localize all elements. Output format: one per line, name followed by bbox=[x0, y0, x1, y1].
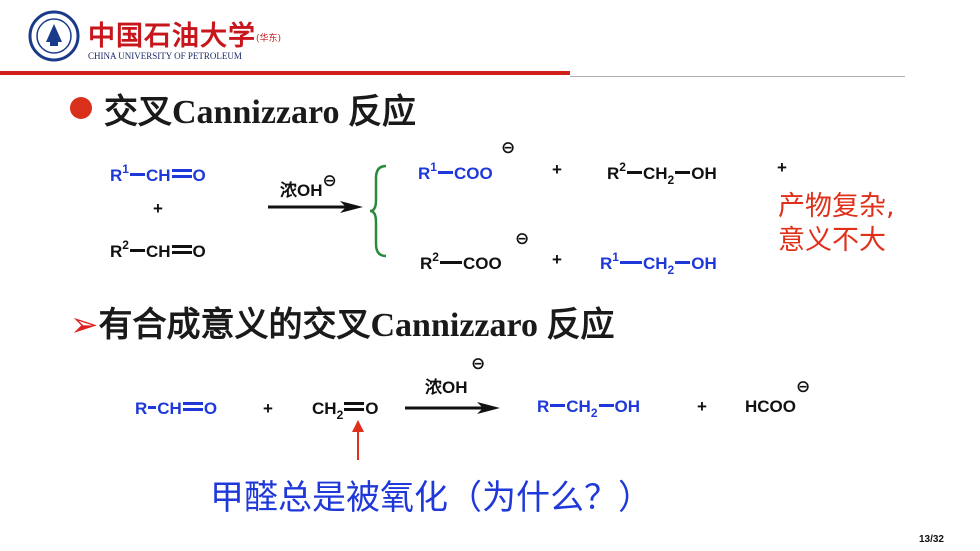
s1-plus: + bbox=[552, 160, 562, 179]
section2-title: 有合成意义的交叉Cannizzaro 反应 bbox=[98, 307, 615, 344]
header-grey-line bbox=[570, 76, 905, 77]
s1-note: 产物复杂, 意义不大 bbox=[778, 190, 895, 258]
s1-plus: + bbox=[777, 158, 787, 177]
text: R bbox=[537, 397, 550, 416]
text: CH bbox=[642, 254, 668, 273]
s1-product4: R1 CH2 OH bbox=[600, 250, 717, 277]
text: COO bbox=[462, 254, 502, 273]
section2-heading: ➢有合成意义的交叉Cannizzaro 反应 bbox=[70, 297, 614, 346]
logo-campus: (华东) bbox=[256, 34, 282, 44]
double-bond bbox=[171, 245, 192, 254]
text: 2 bbox=[122, 238, 129, 252]
text: CH bbox=[145, 242, 171, 261]
single-bond bbox=[598, 404, 614, 407]
text: R bbox=[110, 166, 123, 185]
single-bond bbox=[129, 173, 145, 176]
charge-icon: ⊖ bbox=[501, 138, 516, 158]
s1-reactant1: R1 CH O bbox=[110, 162, 206, 186]
text: 1 bbox=[612, 250, 619, 264]
text: R bbox=[607, 164, 620, 183]
s1-note-line2: 意义不大 bbox=[778, 225, 886, 256]
logo-cn-text: 中国石油大学 bbox=[88, 21, 256, 52]
s2-product1: R CH2 OH bbox=[537, 397, 640, 420]
s2-reaction-arrow bbox=[405, 402, 500, 414]
s1-reaction-arrow bbox=[268, 201, 363, 213]
logo-english-name: CHINA UNIVERSITY OF PETROLEUM bbox=[88, 51, 242, 61]
s2-pointer-arrow bbox=[352, 420, 364, 460]
text: CH bbox=[642, 164, 668, 183]
text: CH bbox=[145, 166, 171, 185]
text: R bbox=[110, 242, 123, 261]
s2-product2: HCOO bbox=[745, 397, 796, 416]
double-bond bbox=[171, 169, 192, 178]
s1-product3: R2 COO bbox=[420, 250, 502, 274]
text: O bbox=[192, 166, 206, 185]
text: O bbox=[365, 399, 379, 418]
text: R bbox=[600, 254, 613, 273]
text: 2 bbox=[619, 160, 626, 174]
text: 2 bbox=[432, 250, 439, 264]
s2-reagent: 浓OH bbox=[425, 373, 468, 398]
text: O bbox=[192, 242, 206, 261]
text: CH bbox=[566, 397, 591, 416]
double-bond bbox=[182, 402, 203, 411]
single-bond bbox=[439, 261, 462, 264]
text: 2 bbox=[667, 263, 675, 277]
text: COO bbox=[453, 164, 493, 183]
s1-reactant2: R2 CH O bbox=[110, 238, 206, 262]
header-red-bar bbox=[0, 71, 570, 75]
charge-icon: ⊖ bbox=[796, 377, 811, 397]
single-bond bbox=[550, 404, 566, 407]
single-bond bbox=[619, 261, 642, 264]
page-number: 13/32 bbox=[918, 534, 944, 545]
s1-green-brace bbox=[369, 164, 387, 258]
text: O bbox=[203, 399, 218, 418]
text: R bbox=[420, 254, 433, 273]
single-bond bbox=[437, 171, 453, 174]
single-bond bbox=[129, 249, 145, 252]
text: OH bbox=[691, 164, 717, 183]
text: 1 bbox=[430, 160, 437, 174]
text: CH bbox=[312, 399, 337, 418]
text: OH bbox=[614, 397, 641, 416]
single-bond bbox=[148, 406, 157, 409]
s2-plus: + bbox=[263, 399, 273, 418]
text: OH bbox=[691, 254, 717, 273]
single-bond bbox=[675, 261, 691, 264]
s2-plus: + bbox=[697, 397, 707, 416]
university-logo bbox=[28, 10, 80, 62]
s1-note-line1: 产物复杂, bbox=[778, 191, 895, 222]
negative-charge-icon: ⊖ bbox=[322, 171, 337, 191]
section1-title: 交叉Cannizzaro 反应 bbox=[104, 94, 416, 131]
text: CH bbox=[157, 399, 182, 418]
double-bond bbox=[344, 402, 365, 411]
text: R bbox=[135, 399, 148, 418]
s2-reactant1: R CH O bbox=[135, 399, 217, 419]
text: 2 bbox=[590, 406, 598, 420]
text: 1 bbox=[122, 162, 129, 176]
single-bond bbox=[626, 171, 642, 174]
text: 2 bbox=[336, 408, 344, 422]
text: 2 bbox=[667, 173, 675, 187]
single-bond bbox=[675, 171, 691, 174]
text: 浓OH bbox=[425, 378, 468, 397]
s2-question: 甲醛总是被氧化（为什么？） bbox=[210, 478, 652, 518]
s1-plus: + bbox=[153, 199, 163, 218]
logo-chinese-name: 中国石油大学(华东) bbox=[88, 14, 281, 53]
bullet-dot bbox=[70, 97, 92, 119]
text: 浓OH bbox=[280, 181, 323, 200]
s1-plus: + bbox=[552, 250, 562, 269]
s1-reagent: 浓OH⊖ bbox=[280, 171, 337, 201]
s1-product1: R1 COO bbox=[418, 160, 493, 184]
arrow-bullet-icon: ➢ bbox=[70, 305, 99, 345]
charge-icon: ⊖ bbox=[515, 229, 530, 249]
charge-icon: ⊖ bbox=[471, 354, 486, 374]
s2-reactant2: CH2 O bbox=[312, 399, 378, 422]
text: R bbox=[418, 164, 431, 183]
